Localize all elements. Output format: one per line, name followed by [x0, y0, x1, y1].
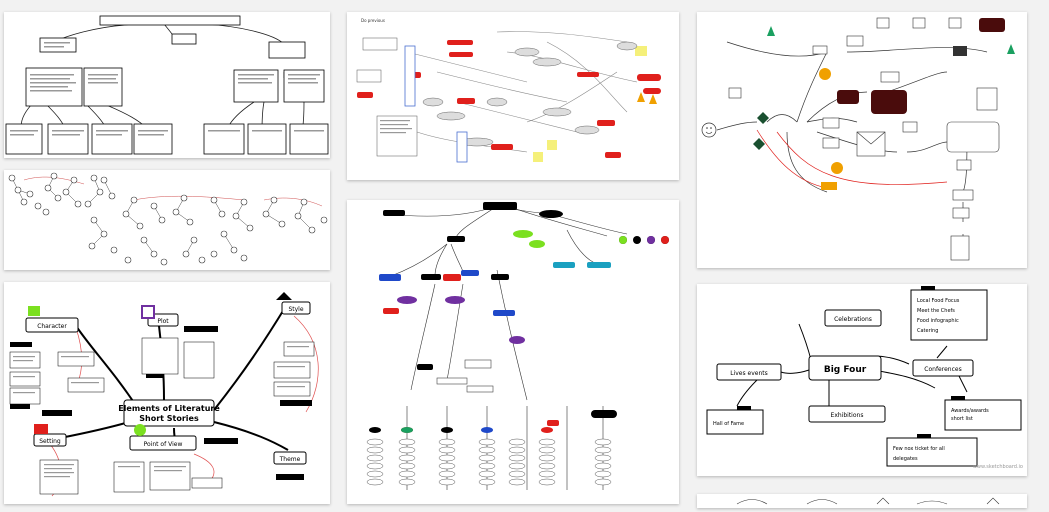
- conferences-label: Conferences: [924, 366, 961, 373]
- point-of-view-label: Point of View: [144, 441, 183, 448]
- smiley-icon: [701, 122, 717, 138]
- colored-hierarchy-drawing: [366, 202, 669, 490]
- center-line-2: Short Stories: [139, 414, 199, 423]
- style-label: Style: [288, 306, 303, 313]
- exhibitions-label: Exhibitions: [831, 412, 864, 419]
- setting-icon: [34, 424, 48, 434]
- sticky-flow-thumbnail[interactable]: Do previous: [347, 12, 679, 180]
- local-food-line1: Local Food Focus: [917, 298, 960, 304]
- awards-label: Awards/awards: [951, 408, 989, 414]
- plot-label: Plot: [157, 318, 169, 325]
- org-chart-thumbnail[interactable]: [4, 12, 330, 158]
- literature-mindmap-drawing: Elements of Literature Short Stories Cha…: [9, 292, 319, 497]
- plot-icon: [141, 305, 155, 319]
- org-chart-drawing: [5, 15, 329, 155]
- local-food-line3: Food infographic: [917, 318, 959, 324]
- big-four-mindmap-drawing: Big Four Celebrations Conferences Lives …: [706, 286, 1023, 470]
- partial-thumbnail-drawing: [736, 497, 1000, 505]
- colored-hierarchy-thumbnail[interactable]: [347, 200, 679, 504]
- literature-mindmap-thumbnail[interactable]: Elements of Literature Short Stories Cha…: [4, 282, 330, 504]
- celebrations-label: Celebrations: [834, 316, 872, 323]
- ticket-line1: Few nox ticket for all: [893, 446, 945, 452]
- theme-label: Theme: [279, 456, 301, 463]
- big-four-mindmap-thumbnail[interactable]: Big Four Celebrations Conferences Lives …: [697, 284, 1027, 476]
- local-food-line4: Catering: [917, 328, 938, 334]
- sketchboard-watermark: www.sketchboard.io: [973, 464, 1023, 470]
- server-icon: [837, 18, 1005, 114]
- tree-diagram-thumbnail[interactable]: [4, 170, 330, 270]
- local-food-line2: Meet the Chefs: [917, 308, 955, 314]
- book-icon: [953, 46, 967, 56]
- flow-header: Do previous: [361, 18, 385, 23]
- sticky-flow-drawing: Do previous: [356, 18, 661, 163]
- network-diagram-drawing: [701, 17, 1015, 261]
- big-four-center: Big Four: [824, 365, 867, 375]
- warning-icon: [819, 68, 843, 174]
- tree-diagram-drawing: [8, 172, 328, 266]
- hall-of-fame-label: Hall of Fame: [713, 421, 744, 427]
- radio-tower-icon: [767, 26, 1015, 54]
- partial-thumbnail[interactable]: [697, 494, 1027, 508]
- character-icon: [28, 306, 40, 316]
- flame-icon: [637, 92, 657, 104]
- lives-events-label: Lives events: [730, 370, 768, 377]
- setting-label: Setting: [39, 438, 61, 445]
- awards-label-line2: short list: [951, 416, 973, 422]
- character-label: Character: [37, 323, 67, 330]
- point-of-view-icon: [134, 424, 146, 436]
- network-diagram-thumbnail[interactable]: [697, 12, 1027, 268]
- style-icon: [276, 292, 292, 300]
- center-line-1: Elements of Literature: [118, 404, 220, 413]
- ticket-line2: delegates: [893, 456, 918, 462]
